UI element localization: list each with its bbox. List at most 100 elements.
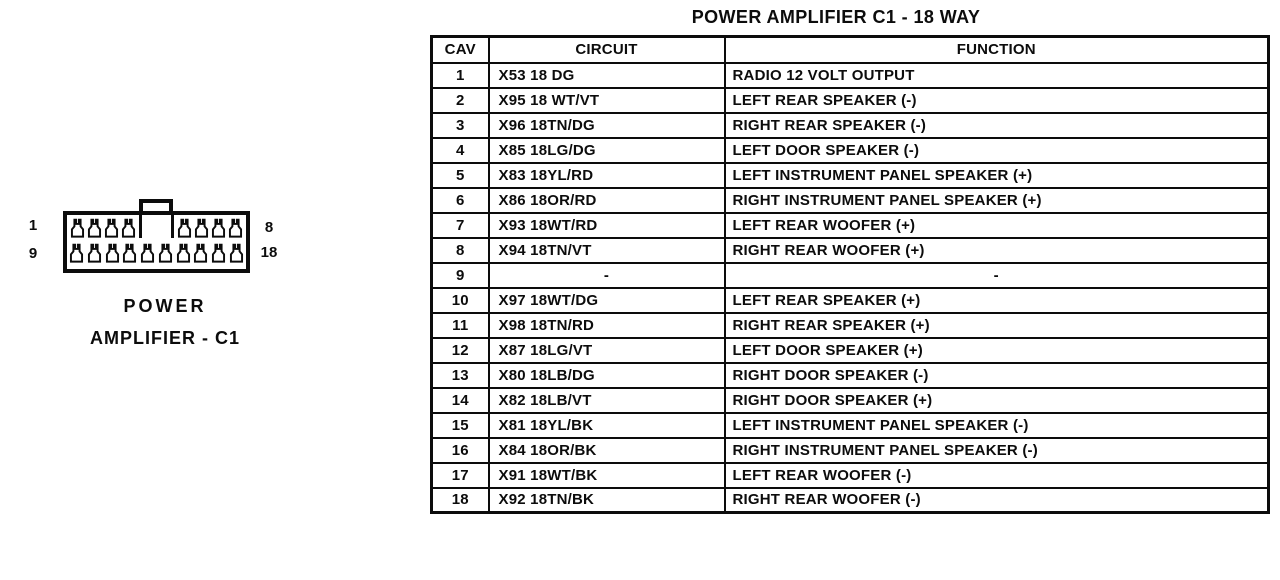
circuit-cell: X91 18WT/BK [487, 461, 726, 489]
circuit-cell: X53 18 DG [487, 61, 726, 89]
connector-caption-line1: POWER [123, 296, 207, 316]
circuit-cell: X83 18YL/RD [487, 161, 726, 189]
terminal-pin-icon [69, 243, 84, 263]
terminal-pin-icon [87, 218, 102, 238]
function-cell: LEFT REAR SPEAKER (-) [723, 86, 1270, 114]
terminal-pin-icon [104, 218, 119, 238]
cav-cell: 14 [430, 386, 490, 414]
pin-row-top-left [70, 218, 136, 238]
terminal-pin-icon [70, 218, 85, 238]
function-cell: RIGHT REAR WOOFER (-) [723, 486, 1270, 514]
cav-cell: 2 [430, 86, 490, 114]
function-cell: LEFT REAR SPEAKER (+) [723, 286, 1270, 314]
pin-row-top-right [177, 218, 243, 238]
function-cell: RIGHT REAR SPEAKER (+) [723, 311, 1270, 339]
cav-cell: 1 [430, 61, 490, 89]
terminal-pin-icon [121, 218, 136, 238]
circuit-cell: X82 18LB/VT [487, 386, 726, 414]
column-header-cav: CAV [430, 35, 490, 64]
column-header-circuit: CIRCUIT [487, 35, 726, 64]
terminal-pin-icon [194, 218, 209, 238]
circuit-cell: X98 18TN/RD [487, 311, 726, 339]
cav-cell: 5 [430, 161, 490, 189]
function-cell: - [723, 261, 1270, 289]
cav-cell: 9 [430, 261, 490, 289]
function-cell: RIGHT INSTRUMENT PANEL SPEAKER (+) [723, 186, 1270, 214]
terminal-pin-icon [123, 243, 137, 263]
function-cell: RIGHT DOOR SPEAKER (-) [723, 361, 1270, 389]
cav-cell: 7 [430, 211, 490, 239]
circuit-cell: X85 18LG/DG [487, 136, 726, 164]
cav-cell: 17 [430, 461, 490, 489]
circuit-cell: X87 18LG/VT [487, 336, 726, 364]
function-cell: LEFT DOOR SPEAKER (-) [723, 136, 1270, 164]
latch-slot-line [171, 215, 174, 238]
cav-cell: 10 [430, 286, 490, 314]
cav-cell: 12 [430, 336, 490, 364]
pin-label-18: 18 [260, 244, 278, 261]
circuit-cell: X92 18TN/BK [487, 486, 726, 514]
connector-caption-line2: AMPLIFIER - C1 [89, 328, 240, 348]
cav-cell: 3 [430, 111, 490, 139]
terminal-pin-icon [176, 243, 190, 263]
function-cell: LEFT INSTRUMENT PANEL SPEAKER (-) [723, 411, 1270, 439]
terminal-pin-icon [87, 243, 101, 263]
cav-cell: 18 [430, 486, 490, 514]
terminal-pin-icon [229, 243, 243, 263]
cav-cell: 6 [430, 186, 490, 214]
connector-body [63, 211, 250, 273]
function-cell: RADIO 12 VOLT OUTPUT [723, 61, 1270, 89]
circuit-cell: X97 18WT/DG [487, 286, 726, 314]
terminal-pin-icon [105, 243, 119, 263]
latch-slot-line [139, 215, 142, 238]
terminal-pin-icon [194, 243, 208, 263]
function-cell: RIGHT REAR WOOFER (+) [723, 236, 1270, 264]
terminal-pin-icon [212, 243, 226, 263]
function-cell: RIGHT REAR SPEAKER (-) [723, 111, 1270, 139]
terminal-pin-icon [211, 218, 226, 238]
circuit-cell: X81 18YL/BK [487, 411, 726, 439]
cav-cell: 16 [430, 436, 490, 464]
circuit-cell: X95 18 WT/VT [487, 86, 726, 114]
circuit-cell: X93 18WT/RD [487, 211, 726, 239]
pin-label-9: 9 [28, 245, 38, 262]
terminal-pin-icon [158, 243, 172, 263]
function-cell: LEFT REAR WOOFER (-) [723, 461, 1270, 489]
table-row: 9-- [430, 261, 1270, 289]
column-header-function: FUNCTION [723, 35, 1270, 64]
function-cell: RIGHT DOOR SPEAKER (+) [723, 386, 1270, 414]
circuit-cell: X86 18OR/RD [487, 186, 726, 214]
circuit-cell: - [487, 261, 726, 289]
cav-cell: 11 [430, 311, 490, 339]
function-cell: RIGHT INSTRUMENT PANEL SPEAKER (-) [723, 436, 1270, 464]
terminal-pin-icon [177, 218, 192, 238]
circuit-cell: X96 18TN/DG [487, 111, 726, 139]
terminal-pin-icon [141, 243, 155, 263]
pin-label-8: 8 [264, 219, 274, 236]
cav-cell: 8 [430, 236, 490, 264]
function-cell: LEFT DOOR SPEAKER (+) [723, 336, 1270, 364]
terminal-pin-icon [228, 218, 243, 238]
pin-row-bottom [69, 243, 244, 263]
function-cell: LEFT REAR WOOFER (+) [723, 211, 1270, 239]
pin-label-1: 1 [28, 217, 38, 234]
circuit-cell: X94 18TN/VT [487, 236, 726, 264]
function-cell: LEFT INSTRUMENT PANEL SPEAKER (+) [723, 161, 1270, 189]
